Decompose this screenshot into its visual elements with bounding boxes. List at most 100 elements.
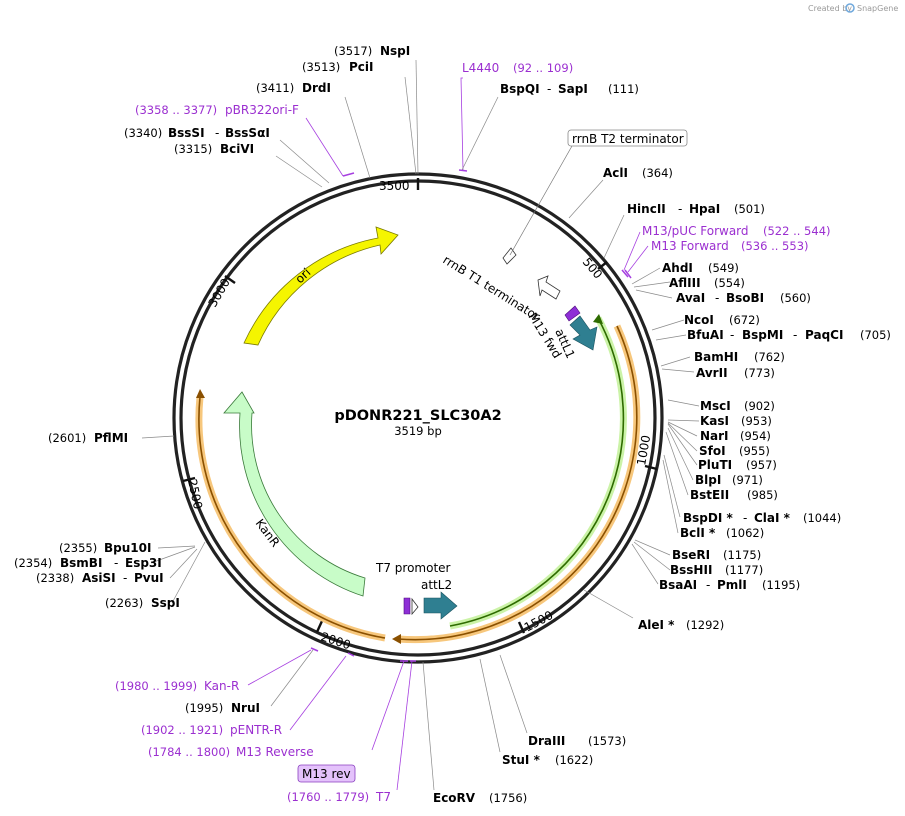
bspqi-sep: - (547, 82, 551, 96)
orange-feature-right-line (397, 325, 638, 641)
pentr-r-name: pENTR-R (230, 723, 282, 737)
m13-rev-feature[interactable] (403, 597, 411, 615)
green-feature-arrowhead (593, 314, 603, 324)
bfuai-pos: (705) (860, 328, 891, 342)
ahdi-pos: (549) (708, 261, 739, 275)
tick-marks (182, 178, 658, 634)
asisi-name: AsiSI (82, 571, 116, 585)
pluti-pos: (957) (746, 458, 777, 472)
bsmbi-name: BsmBI (60, 556, 102, 570)
bsssi-pos: (3340) (124, 126, 162, 140)
paqci-name: PaqCI (805, 328, 843, 342)
attl1-feature-arrow[interactable] (569, 315, 598, 351)
snapgene-watermark: Created by SnapGene (808, 3, 898, 13)
tick-2500: 2500 (185, 478, 205, 511)
ncoi-pos: (672) (729, 313, 760, 327)
bspqi-pos: (111) (608, 82, 639, 96)
pflmi-pos: (2601) (48, 431, 86, 445)
bfuai-name: BfuAI (687, 328, 724, 342)
hincii-name: HincII (627, 202, 666, 216)
rrnb-t2-leader-line (509, 145, 573, 256)
kan-r-name: Kan-R (204, 679, 239, 693)
bfuai-sep2: - (793, 328, 797, 342)
m13-reverse-name: M13 Reverse (236, 745, 314, 759)
bsaai-name: BsaAI (659, 578, 697, 592)
drdi-pos: (3411) (256, 81, 294, 95)
attl2-label: attL2 (421, 578, 452, 592)
primer-marks (310, 169, 632, 662)
bcli-name: BclI * (680, 526, 716, 540)
plasmid-name: pDONR221_SLC30A2 (334, 408, 501, 424)
esp3i-name: Esp3I (125, 556, 162, 570)
m13-puc-name: M13/pUC Forward (642, 224, 749, 238)
orange-feature-left-line (198, 396, 386, 639)
snapgene-logo-icon (845, 3, 855, 13)
primer-leaders (247, 77, 649, 791)
sspi-pos: (2263) (105, 596, 143, 610)
blpi-name: BlpI (695, 473, 721, 487)
hincii-sep: - (678, 202, 682, 216)
ncoi-name: NcoI (684, 313, 714, 327)
watermark-brand: SnapGene (857, 4, 898, 13)
alei-pos: (1292) (686, 618, 724, 632)
bsssi-sep: - (215, 126, 219, 140)
sfoi-pos: (955) (739, 444, 770, 458)
m13-rev-box (297, 764, 356, 783)
drdi-name: DrdI (302, 81, 331, 95)
orange-left-arrowhead (196, 389, 205, 398)
t7-promoter-label: T7 promoter (375, 561, 451, 575)
afliii-name: AflIII (669, 276, 701, 290)
orange-right-arrowhead (392, 634, 401, 644)
l4440-range: (92 .. 109) (513, 61, 573, 75)
bspdi-sep: - (743, 511, 747, 525)
pcii-name: PciI (349, 60, 374, 74)
bpu10i-pos: (2355) (59, 541, 97, 555)
bspqi-name: BspQI (500, 82, 540, 96)
bcli-pos: (1062) (726, 526, 764, 540)
watermark-created-by: Created by (808, 4, 852, 13)
kan-r-range: (1980 .. 1999) (115, 679, 197, 693)
bsaai-pos: (1195) (762, 578, 800, 592)
bsssi-name2: BssSαI (225, 126, 270, 140)
ori-feature-arrow[interactable] (243, 226, 399, 346)
rrnb-t2-label: rrnB T2 terminator (572, 132, 684, 146)
acli-name: AclI (603, 166, 628, 180)
stui-pos: (1622) (555, 753, 593, 767)
attl2-feature-arrow[interactable] (423, 591, 458, 620)
rrnb-t2-feature-arrow[interactable] (502, 247, 517, 265)
msci-pos: (902) (744, 399, 775, 413)
nspi-pos: (3517) (334, 44, 372, 58)
green-feature-band (449, 316, 627, 630)
blpi-pos: (971) (732, 473, 763, 487)
avrii-name: AvrII (696, 366, 728, 380)
bsteii-name: BstEII (690, 488, 729, 502)
t7-promoter-feature-arrow[interactable] (411, 597, 419, 616)
bamhi-pos: (762) (754, 350, 785, 364)
hpai-name: HpaI (689, 202, 720, 216)
sspi-name: SspI (151, 596, 180, 610)
bspdi-name: BspDI * (683, 511, 733, 525)
m13-fwd-feature[interactable] (564, 305, 581, 322)
bsshii-name: BssHII (670, 563, 712, 577)
afliii-pos: (554) (714, 276, 745, 290)
bspdi-pos: (1044) (803, 511, 841, 525)
orange-feature-left-band (195, 396, 386, 642)
bcivi-name: BciVI (220, 142, 254, 156)
green-feature-line (449, 317, 625, 627)
bsmbi-pos: (2354) (14, 556, 52, 570)
plasmid-length: 3519 bp (394, 424, 442, 438)
bsobi-name: BsoBI (726, 291, 764, 305)
kasi-name: KasI (700, 414, 729, 428)
t7-range: (1760 .. 1779) (287, 790, 369, 804)
nspi-name: NspI (380, 44, 410, 58)
rrnb-t2-label-box (567, 129, 688, 147)
rrnb-t1-feature-arrow[interactable] (537, 275, 561, 300)
msci-name: MscI (700, 399, 731, 413)
bspmi-name: BspMI (742, 328, 783, 342)
kanr-feature-arrow[interactable] (223, 391, 366, 597)
nari-pos: (954) (740, 429, 771, 443)
avrii-pos: (773) (744, 366, 775, 380)
m13-forward-range: (536 .. 553) (741, 239, 809, 253)
hincii-pos: (501) (734, 202, 765, 216)
